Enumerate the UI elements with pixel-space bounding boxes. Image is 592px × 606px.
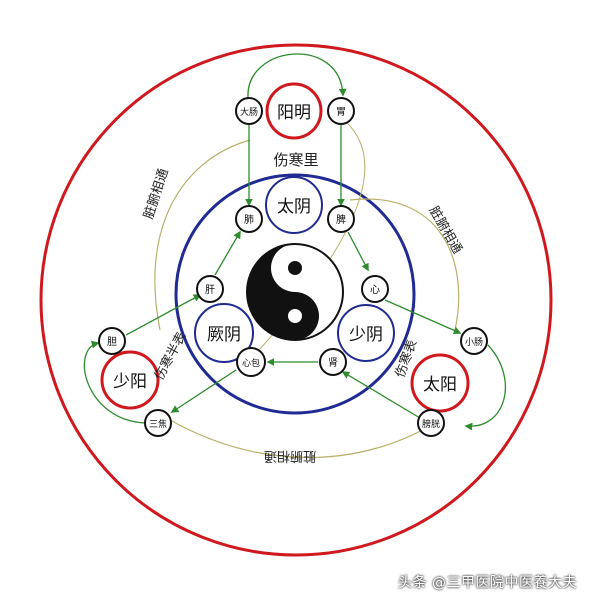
arrow-shaoyang-loop [83,340,146,424]
arrow-taiyang-loop [464,344,506,431]
node-taiyin: 太阴 [277,197,311,217]
label-shang-han-li: 伤寒里 [273,151,318,169]
arrow-dan-gan [125,294,202,336]
organ-xin: 心 [370,284,380,296]
node-taiyang: 太阳 [423,375,457,395]
label-zang-fu-right: 脏腑相通 [426,203,466,256]
organ-wei: 胃 [336,106,346,118]
organ-xin-bao: 心包 [242,357,260,369]
node-shaoyang: 少阳 [113,372,147,392]
node-yangming: 阳明 [277,103,311,123]
arrow-yangming-loop [247,53,347,99]
arrow-xin-xiaochang [384,299,462,335]
yin-yang-icon [246,243,344,341]
organ-dan: 胆 [107,336,117,348]
arrow-xinbao-sanjiao [170,369,237,413]
organ-shen: 肾 [328,357,338,369]
arc-left [154,139,251,331]
label-shang-han-ban: 伤寒半表 [151,329,190,382]
organ-xiao-chang: 小肠 [465,337,483,348]
arrow-pi-xin [347,231,369,272]
organ-fei: 肺 [244,214,254,226]
organ-pi: 脾 [336,213,346,226]
node-shaoyin: 少阴 [349,325,383,345]
arc-right [349,198,460,331]
arrow-gan-fei [214,230,241,276]
organ-san-jiao: 三焦 [149,418,167,430]
inner-circle [174,173,416,415]
organ-da-chang: 大肠 [240,106,258,118]
arrow-pangguang-shen [341,371,421,419]
organ-gan: 肝 [205,284,215,296]
label-zang-fu-bottom: 脏腑相通 [264,448,316,464]
arc-bottom [169,419,441,459]
node-jueyin: 厥阴 [207,325,241,345]
watermark-text: 头条 @三甲医院中医養大夫 [398,575,577,591]
organ-pang-guang: 膀胱 [422,418,440,430]
outer-circle [39,43,553,557]
